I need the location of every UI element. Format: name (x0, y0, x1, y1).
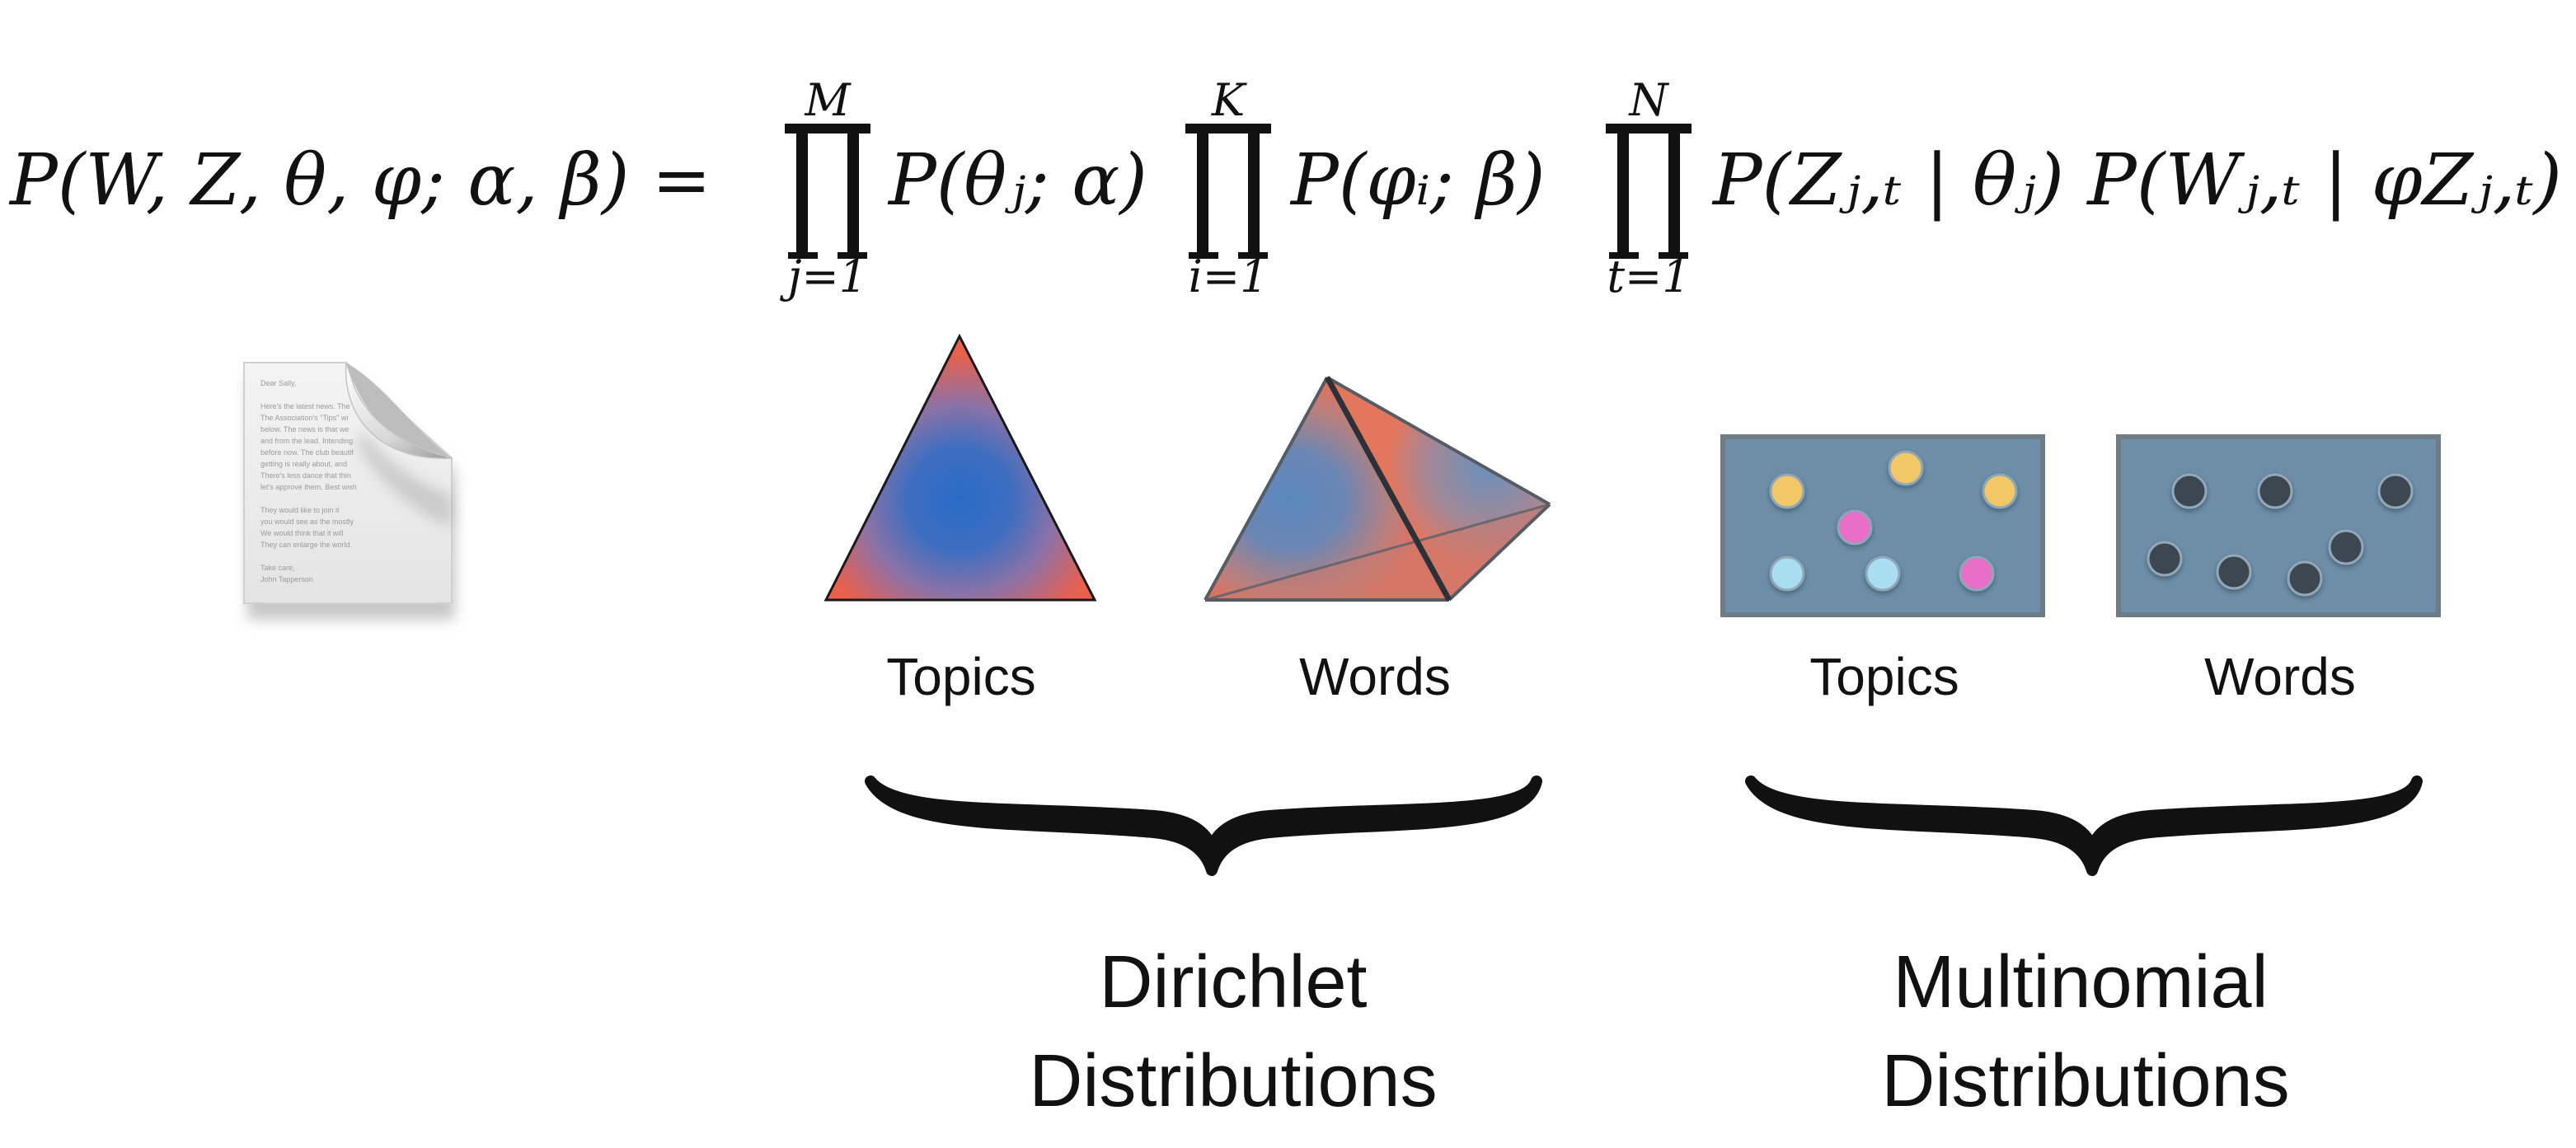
product-symbol-2 (1185, 124, 1271, 259)
dirichlet-curly-brace (865, 775, 1542, 876)
word-dot (2328, 529, 2364, 565)
document-text-line: They can enlarge the world. (260, 541, 352, 549)
document-text-line: Here's the latest news. The (260, 402, 350, 410)
product-lower-1: j=1 (780, 251, 867, 302)
word-sample-dots (2147, 473, 2414, 597)
topic-dot-yellow (1982, 473, 2018, 509)
topic-dot-yellow (1888, 450, 1924, 486)
multinomial-words-box (2116, 434, 2441, 617)
topic-dot-cyan (1865, 555, 1901, 592)
document-text-line: below. The news is that we (260, 425, 349, 433)
dirichlet-topics-label: Topics (886, 647, 1035, 706)
product-symbol-3 (1606, 124, 1692, 259)
topic-dot-pink (1837, 509, 1873, 546)
word-dot (2377, 473, 2414, 509)
dirichlet-words-label: Words (1299, 647, 1451, 706)
product-term-3: P(Zⱼ,ₜ | θⱼ) P(Wⱼ,ₜ | φZⱼ,ₜ) (1711, 139, 2562, 222)
product-lower-2: i=1 (1189, 251, 1269, 302)
document-text-line: you would see as the mostly (260, 518, 354, 526)
topic-dot-yellow (1769, 473, 1805, 509)
document-text-line: Take care, (260, 564, 295, 572)
product-upper-2: K (1211, 74, 1247, 126)
document-text-line: John Tapperson (260, 575, 313, 583)
product-upper-1: M (804, 74, 852, 126)
multinomial-words-label: Words (2204, 647, 2356, 706)
document-text-line: before now. The club beautif (260, 448, 354, 457)
dirichlet-words-tetrahedron (1204, 376, 1551, 602)
word-dot (2287, 560, 2323, 597)
word-dot (2216, 554, 2252, 590)
multinomial-group-label-line1: Multinomial (1893, 941, 2268, 1024)
dirichlet-topics-simplex (823, 333, 1097, 602)
topic-sample-dots (1769, 450, 2018, 592)
document-text-line: They would like to join it (260, 506, 340, 514)
document-text-lines: Dear Sally, Here's the latest news. TheTh… (260, 379, 357, 583)
document-text-line: There's less dance that thin (260, 471, 351, 480)
dirichlet-group-label-line2: Distributions (1029, 1040, 1437, 1122)
topic-dot-pink (1959, 555, 1995, 592)
document-text-line: let's approve them. Best wish (260, 483, 357, 491)
document-text-line: The Association's "Tips" wi (260, 414, 348, 422)
document-text-line: and from the lead. Intending (260, 437, 353, 445)
multinomial-topics-box (1720, 434, 2045, 617)
document-icon: Dear Sally, Here's the latest news. TheTh… (243, 362, 455, 620)
dirichlet-group-label-line1: Dirichlet (1099, 941, 1367, 1024)
word-dot (2171, 473, 2208, 509)
topic-dot-cyan (1769, 555, 1805, 592)
document-text-line: Dear Sally, (260, 379, 296, 387)
product-term-1: P(θⱼ; α) (887, 139, 1147, 222)
product-symbol-1 (785, 124, 870, 259)
product-term-2: P(φᵢ; β) (1289, 139, 1546, 222)
multinomial-curly-brace (1745, 775, 2423, 876)
word-dot (2147, 541, 2183, 577)
multinomial-group-label-line2: Distributions (1881, 1040, 2289, 1122)
joint-probability-formula: P(W, Z, θ, φ; α, β) = M j=1 P(θⱼ; α) K i… (8, 74, 2562, 302)
product-lower-3: t=1 (1607, 251, 1690, 302)
document-text-line: getting is really about, and (260, 460, 347, 468)
word-dot (2257, 473, 2293, 509)
multinomial-topics-label: Topics (1809, 647, 1959, 706)
document-text-line: We would think that it will (260, 529, 343, 537)
formula-lhs: P(W, Z, θ, φ; α, β) = (8, 139, 711, 222)
product-upper-3: N (1627, 74, 1669, 126)
